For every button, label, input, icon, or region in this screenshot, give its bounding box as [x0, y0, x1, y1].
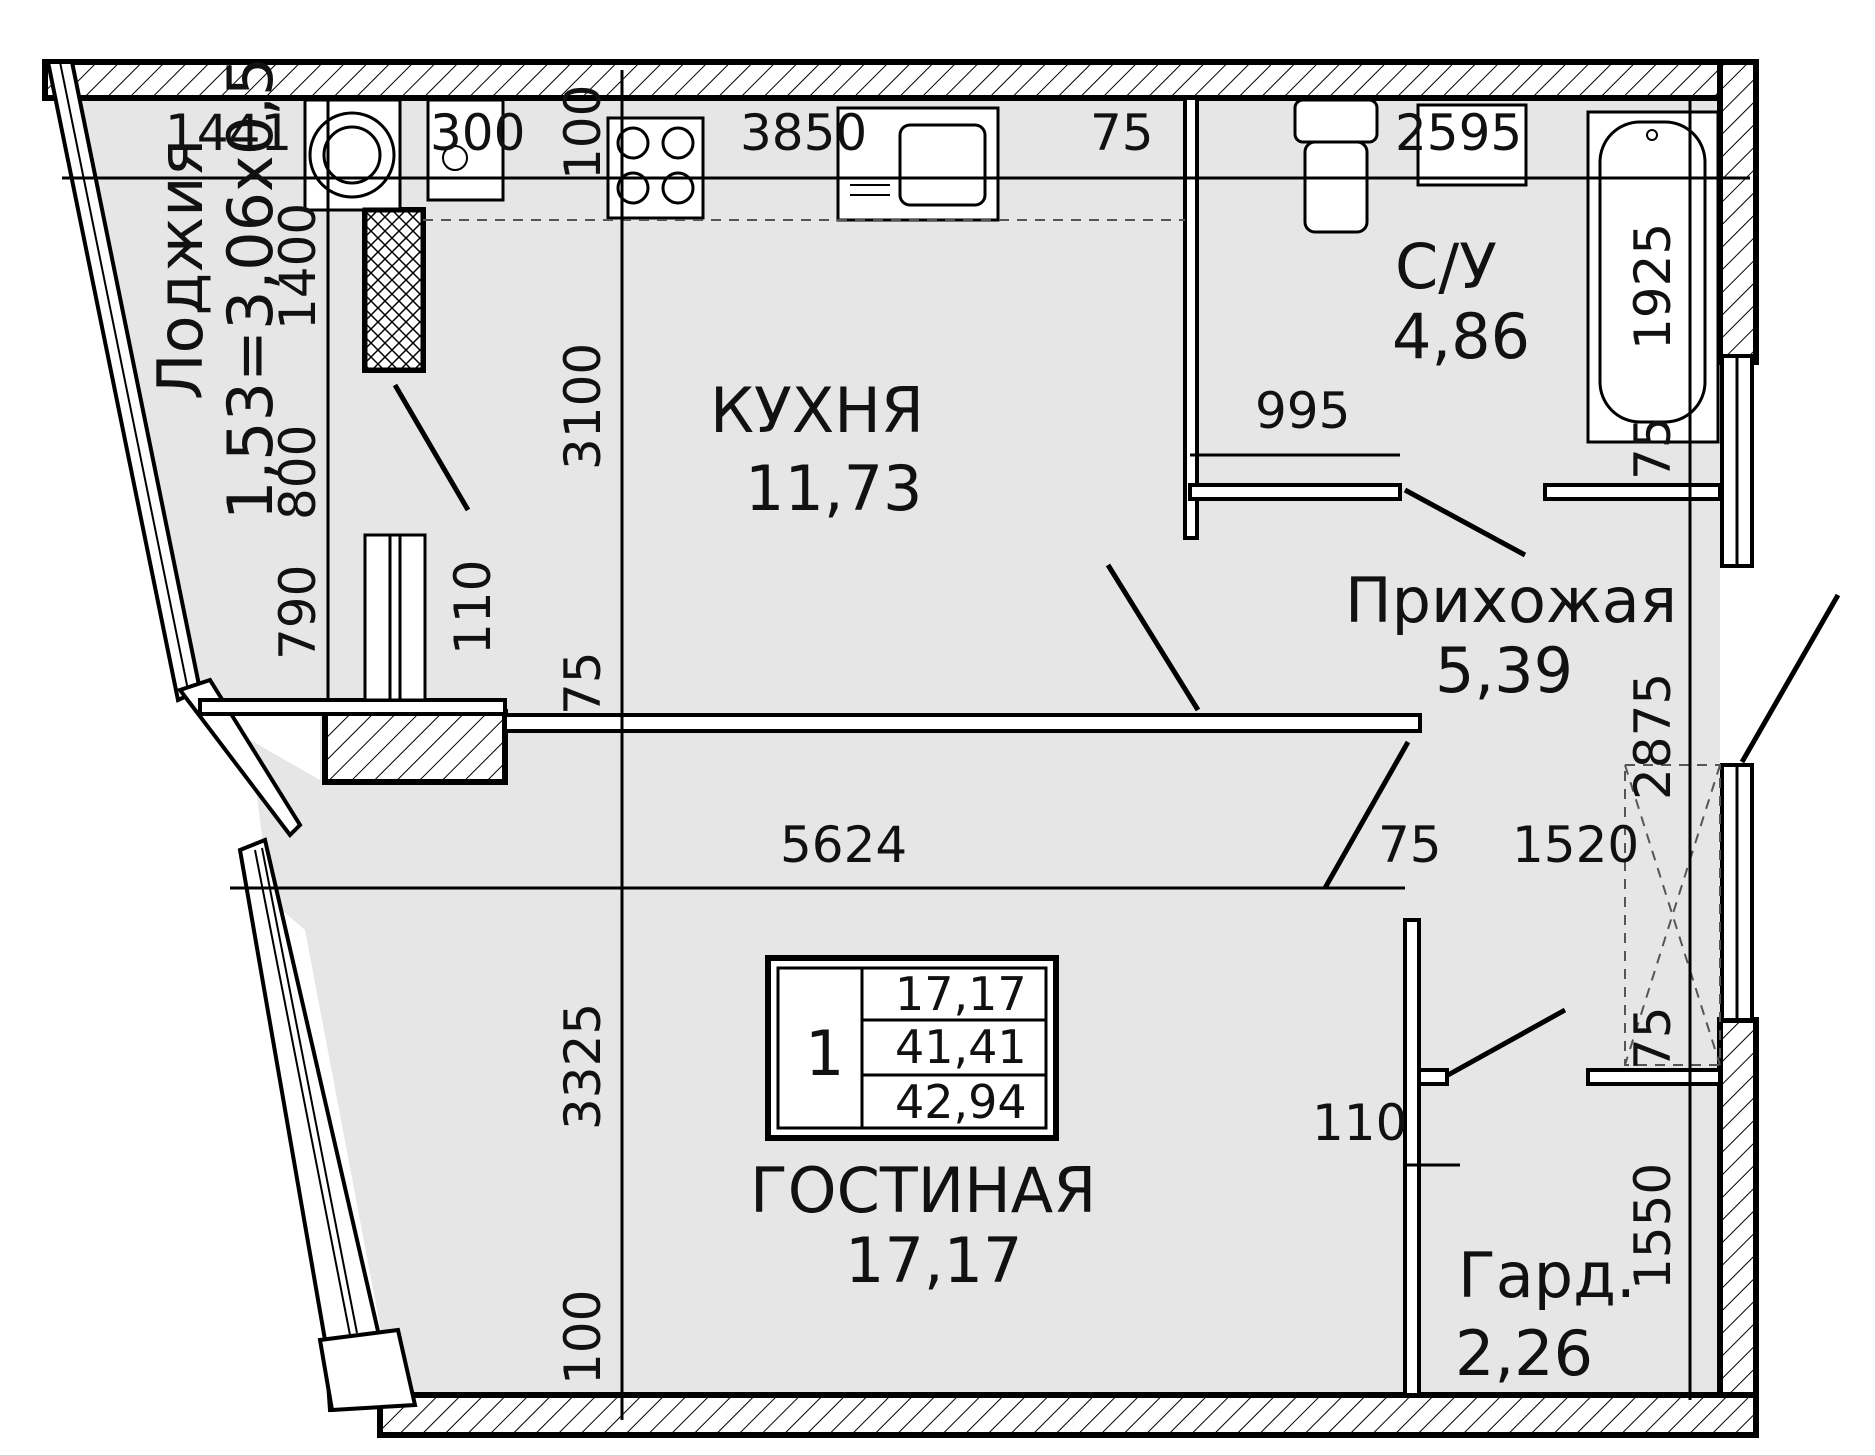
dim-100-bottom: 100	[554, 1290, 612, 1385]
dim-2875: 2875	[1624, 673, 1682, 800]
bathtub	[1586, 110, 1720, 444]
interior-walls	[198, 96, 1722, 1397]
ventilation-shaft	[362, 207, 426, 373]
summary-living-area: 17,17	[895, 967, 1027, 1021]
hallway-area: 5,39	[1435, 634, 1573, 707]
dim-100-top: 100	[554, 85, 612, 180]
dim-800: 800	[269, 425, 327, 520]
dimension-labels: 1441 300 100 3850 75 2595 1400 1925 3100…	[165, 85, 1682, 1385]
floor-area	[120, 98, 1720, 1410]
dim-1520: 1520	[1512, 816, 1639, 874]
dim-75-right: 75	[1378, 816, 1442, 874]
bathroom-area: 4,86	[1392, 300, 1530, 373]
dim-300: 300	[430, 104, 525, 162]
living-name: ГОСТИНАЯ	[750, 1154, 1096, 1227]
dim-2595: 2595	[1395, 104, 1522, 162]
boiler	[303, 98, 402, 212]
dim-75-top: 75	[1090, 104, 1154, 162]
loggia-name: Лоджия	[144, 139, 217, 400]
exterior-walls	[42, 59, 1759, 1438]
window-right-top	[1720, 354, 1754, 568]
dim-1550: 1550	[1624, 1163, 1682, 1290]
dim-995: 995	[1255, 382, 1350, 440]
living-slanted-window	[237, 837, 418, 1413]
dim-110-left: 110	[444, 560, 502, 655]
dim-1925: 1925	[1624, 223, 1682, 350]
kitchen-area: 11,73	[745, 452, 923, 525]
dim-5624: 5624	[780, 816, 907, 874]
summary-rooms-count: 1	[805, 1017, 844, 1090]
dim-3850: 3850	[740, 104, 867, 162]
washing-machine	[426, 98, 505, 202]
dim-110-right: 110	[1312, 1094, 1407, 1152]
summary-total-area: 41,41	[895, 1020, 1027, 1074]
dimension-lines	[62, 70, 1750, 1420]
apartment-summary: 1 17,17 41,41 42,94	[765, 955, 1059, 1141]
living-area: 17,17	[845, 1224, 1023, 1297]
dim-75-bath: 75	[1624, 416, 1682, 480]
loggia-formula: 1,53=3,06х0,5	[214, 57, 287, 520]
door-swings	[392, 383, 1841, 1078]
kitchen-sink	[836, 106, 1000, 222]
dim-3100: 3100	[554, 343, 612, 470]
kitchen-name: КУХНЯ	[710, 374, 924, 447]
dim-1400: 1400	[269, 203, 327, 330]
hallway-name: Прихожая	[1345, 564, 1677, 637]
dim-3325: 3325	[554, 1003, 612, 1130]
bathroom-name: С/У	[1395, 230, 1497, 303]
window-right-bottom	[1720, 763, 1754, 1022]
stove	[606, 116, 705, 220]
loggia-area	[62, 98, 365, 700]
loggia-glazing	[45, 60, 303, 839]
dim-1441: 1441	[165, 104, 292, 162]
radiator	[363, 533, 427, 702]
loggia-label: Лоджия 1,53=3,06х0,5	[144, 57, 287, 520]
toilet	[1293, 98, 1379, 234]
summary-total-with-loggia: 42,94	[895, 1075, 1027, 1129]
dim-75-ward: 75	[1624, 1006, 1682, 1070]
dim-790: 790	[269, 565, 327, 660]
wardrobe-hidden-lines	[1624, 764, 1721, 1066]
wardrobe-area: 2,26	[1455, 1317, 1593, 1390]
dim-75-mid: 75	[554, 651, 612, 715]
bathroom-sink	[1416, 103, 1528, 187]
wardrobe-name: Гард.	[1458, 1239, 1636, 1312]
